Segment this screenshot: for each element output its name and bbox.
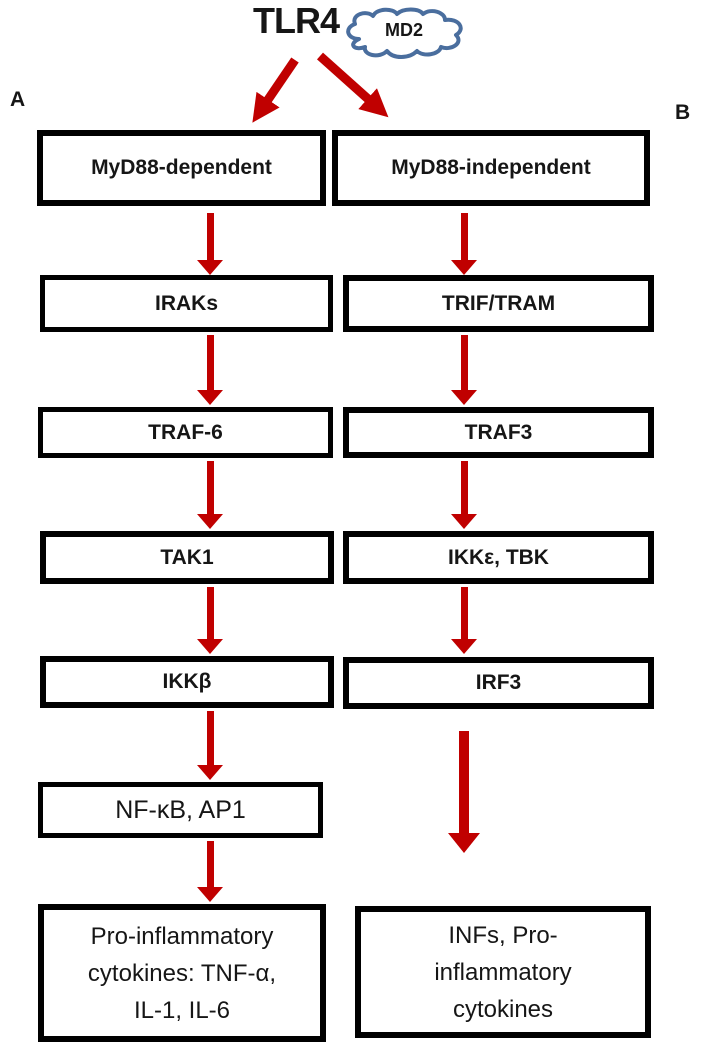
node-label: MyD88-dependent	[91, 156, 272, 180]
node-traf3: TRAF3	[343, 407, 654, 458]
arrow-myd88ind-to-trif	[451, 213, 477, 275]
arrow-iraks-to-traf6	[197, 335, 223, 405]
output-line-1: Pro-inflammatory	[90, 922, 274, 950]
panel-label-a: A	[10, 88, 26, 111]
arrow-irf3-to-infs	[448, 731, 480, 853]
arrow-trif-to-traf3	[451, 335, 477, 405]
md2-label: MD2	[384, 20, 423, 40]
arrow-head	[197, 639, 223, 654]
node-label: IRAKs	[154, 291, 218, 315]
node-label: MyD88-independent	[391, 156, 591, 180]
node-iraks: IRAKs	[40, 275, 333, 332]
node-nfkb-ap1: NF-κB, AP1	[38, 782, 323, 838]
arrow-head	[197, 765, 223, 780]
arrow-ikkb-to-nfkb	[197, 711, 223, 780]
arrow-shaft	[459, 731, 469, 833]
node-label: IRF3	[475, 671, 522, 695]
arrow-head	[451, 390, 477, 405]
arrow-ikke-to-irf3	[451, 587, 477, 654]
arrow-head	[451, 260, 477, 275]
arrow-head	[197, 260, 223, 275]
node-label: INFs, Pro- inflammatory cytokines	[434, 917, 571, 1028]
arrow-shaft	[206, 461, 214, 514]
node-label: TRIF/TRAM	[441, 291, 556, 315]
node-ikke-tbk: IKKε, TBK	[343, 531, 654, 584]
arrow-tak1-to-ikkb	[197, 587, 223, 654]
arrow-shaft	[460, 587, 468, 639]
output-line-3: cytokines	[452, 995, 554, 1023]
arrow-myd88dep-to-iraks	[197, 213, 223, 275]
panel-label-b: B	[675, 101, 691, 124]
node-trif-tram: TRIF/TRAM	[343, 275, 654, 332]
arrow-shaft	[206, 335, 214, 390]
node-label: TRAF3	[464, 420, 533, 444]
tlr4-to-myd88-dependent-arrow	[252, 57, 299, 123]
arrow-shaft	[460, 461, 468, 514]
arrow-traf6-to-tak1	[197, 461, 223, 529]
output-line-2: cytokines: TNF-α,	[87, 959, 277, 987]
node-label: IKKβ	[162, 670, 212, 694]
node-tak1: TAK1	[40, 531, 334, 584]
node-myd88-independent: MyD88-independent	[332, 130, 650, 206]
arrow-shaft	[206, 213, 214, 260]
arrow-head	[197, 514, 223, 529]
node-label: Pro-inflammatory cytokines: TNF-α, IL-1,…	[88, 918, 276, 1029]
tlr4-to-myd88-independent-arrow	[316, 52, 389, 118]
arrow-head	[197, 390, 223, 405]
arrow-head	[448, 833, 480, 853]
node-label: TAK1	[160, 545, 214, 569]
node-label: IKKε, TBK	[448, 545, 549, 569]
node-label: NF-κB, AP1	[115, 795, 246, 824]
node-ikkbeta: IKKβ	[40, 656, 334, 708]
node-label: TRAF-6	[148, 420, 223, 444]
arrow-shaft	[206, 711, 214, 765]
output-line-2: inflammatory	[434, 958, 572, 986]
arrow-head	[451, 639, 477, 654]
output-line-3: IL-1, IL-6	[133, 996, 231, 1024]
arrow-shaft	[460, 213, 468, 260]
node-proinflammatory-cytokines: Pro-inflammatory cytokines: TNF-α, IL-1,…	[38, 904, 326, 1042]
node-infs-cytokines: INFs, Pro- inflammatory cytokines	[355, 906, 651, 1038]
arrow-shaft	[460, 335, 468, 390]
node-irf3: IRF3	[343, 657, 654, 709]
tlr4-title: TLR4	[253, 0, 340, 41]
arrow-nfkb-to-cytokines	[197, 841, 223, 902]
node-traf6: TRAF-6	[38, 407, 333, 458]
arrow-traf3-to-ikke	[451, 461, 477, 529]
arrow-shaft	[206, 841, 214, 887]
node-myd88-dependent: MyD88-dependent	[37, 130, 326, 206]
arrow-head	[197, 887, 223, 902]
arrow-shaft	[206, 587, 214, 639]
arrow-head	[451, 514, 477, 529]
output-line-1: INFs, Pro-	[448, 921, 558, 949]
